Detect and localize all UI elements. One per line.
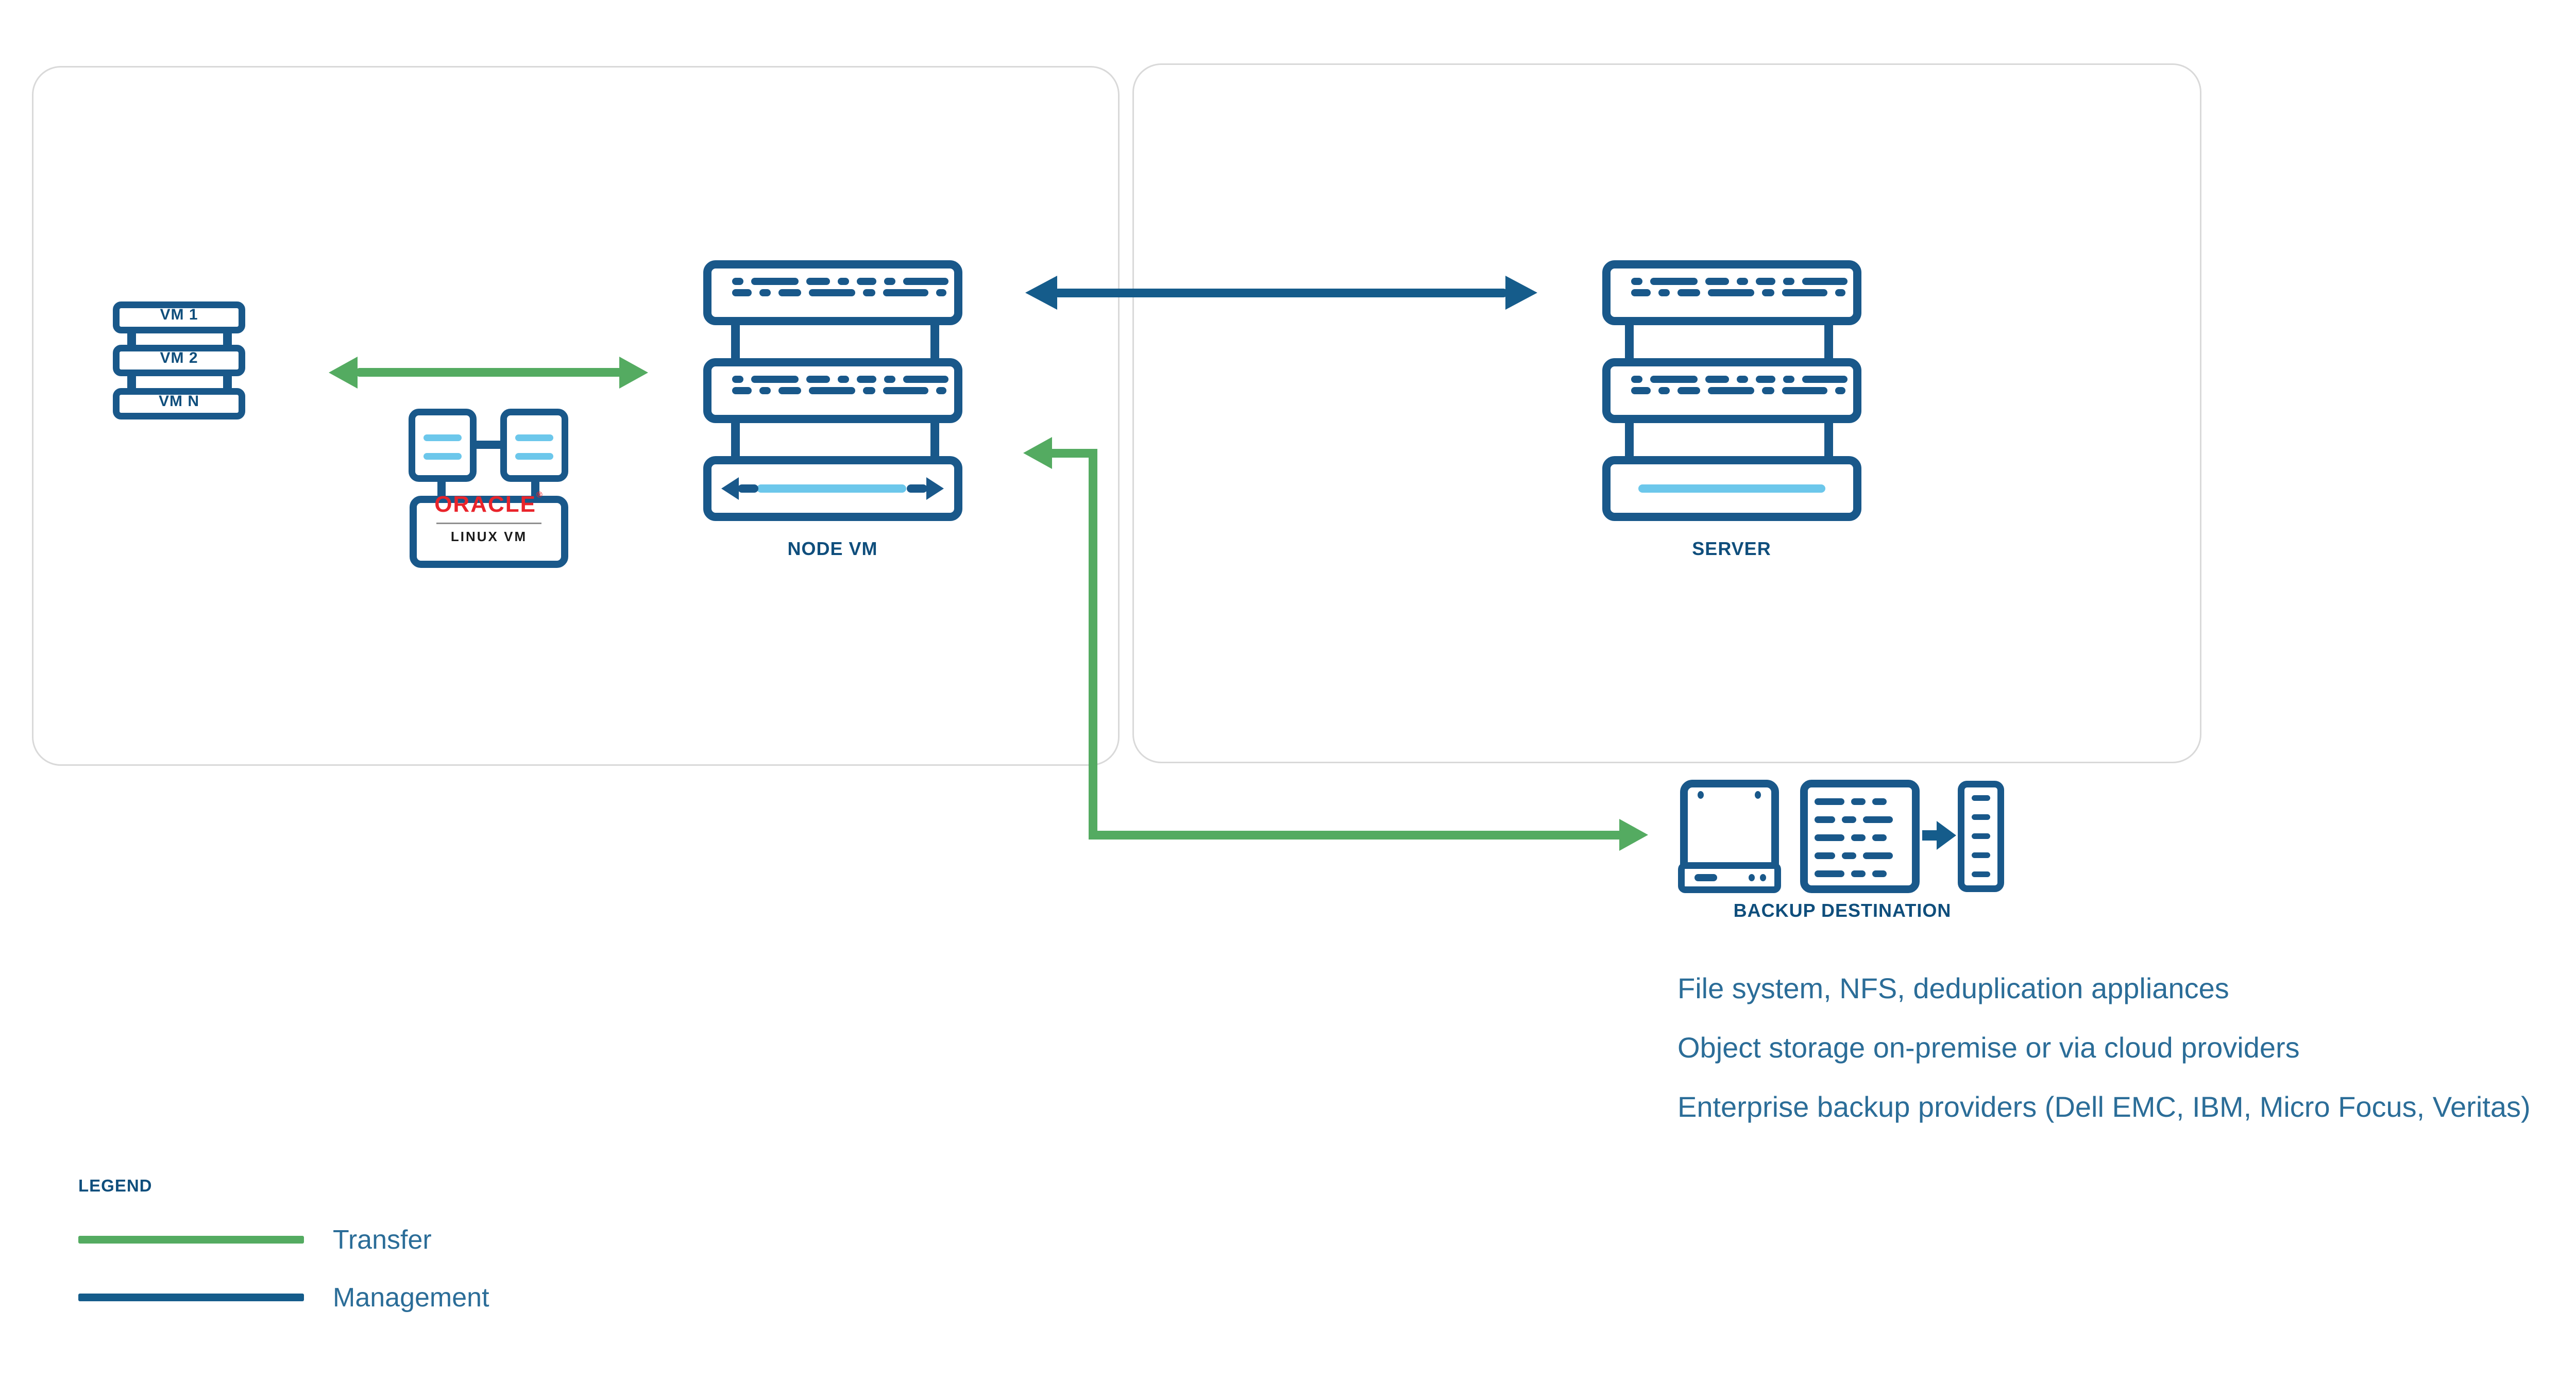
server-label: SERVER: [1692, 538, 1771, 559]
elbow-vertical-segment: [1089, 449, 1097, 835]
arrowhead-left-icon: [329, 357, 358, 389]
oracle-vm-small-box-right: [500, 409, 568, 482]
server-top-lines1-icon: [1631, 278, 1848, 285]
management-arrow-shaft: [1054, 289, 1507, 297]
tape-slot1: [1972, 795, 1990, 801]
node-io-arrow-right-icon: [926, 477, 944, 500]
data-lines-row3-icon: [1815, 834, 1887, 841]
disk-screw-right: [1755, 791, 1761, 799]
vm2-label: VM 2: [160, 349, 198, 366]
oracle-left-lines2-icon: [423, 453, 462, 460]
node-io-right-bar: [907, 484, 927, 493]
disk-screw-left: [1698, 791, 1704, 799]
data-lines-row1-icon: [1815, 798, 1887, 805]
arrowhead-right-icon: [619, 357, 648, 389]
node-io-arrow-left-icon: [721, 477, 739, 500]
data-lines-row5-icon: [1815, 870, 1887, 877]
oracle-left-lines-icon: [423, 434, 462, 441]
vm1-box: [113, 301, 245, 333]
oracle-box-link-horizontal: [470, 441, 507, 449]
note-line: Enterprise backup providers (Dell EMC, I…: [1677, 1090, 2531, 1123]
legend-title: LEGEND: [78, 1176, 152, 1195]
vmn-label: VM N: [159, 393, 199, 410]
node-io-line-icon: [757, 484, 906, 493]
note-line: File system, NFS, deduplication applianc…: [1677, 972, 2229, 1004]
arrowhead-left-icon: [1023, 437, 1052, 469]
oracle-divider: [436, 523, 541, 524]
legend-management-line-icon: [78, 1294, 304, 1301]
tape-slot5: [1972, 871, 1990, 877]
node-vm-label: NODE VM: [787, 538, 878, 559]
arrowhead-right-icon: [1619, 819, 1648, 851]
disk-tray-led1: [1749, 874, 1755, 881]
server-mid-lines1-icon: [1631, 376, 1848, 383]
data-lines-row4-icon: [1815, 852, 1893, 859]
node-mid-lines1-icon: [732, 376, 948, 383]
legend-transfer-line-icon: [78, 1236, 304, 1244]
oracle-main-box: [410, 496, 568, 568]
node-top-lines2-icon: [732, 289, 948, 296]
backup-notes: File system, NFS, deduplication applianc…: [1677, 959, 2531, 1136]
vm2-box: [113, 345, 245, 376]
elbow-top-segment: [1051, 449, 1097, 458]
registered-mark: ®: [536, 491, 544, 499]
vm1-label: VM 1: [160, 306, 198, 323]
transfer-arrow-shaft: [355, 368, 623, 377]
tape-slot3: [1972, 833, 1990, 839]
arrowhead-left-icon: [1025, 276, 1057, 310]
node-mid-lines2-icon: [732, 387, 948, 394]
backup-flow-arrow-shaft: [1922, 830, 1938, 841]
disk-tray-led2: [1760, 874, 1766, 881]
server-mid-lines2-icon: [1631, 387, 1848, 394]
tape-slot2: [1972, 814, 1990, 820]
note-line: Object storage on-premise or via cloud p…: [1677, 1031, 2300, 1064]
server-io-line-icon: [1638, 484, 1825, 493]
backup-flow-arrowhead-icon: [1937, 821, 1956, 850]
oracle-sublabel: LINUX VM: [450, 529, 528, 544]
data-lines-row2-icon: [1815, 816, 1893, 823]
backup-destination-label: BACKUP DESTINATION: [1733, 900, 1952, 921]
oracle-right-lines-icon: [515, 434, 553, 441]
node-top-lines1-icon: [732, 278, 948, 285]
oracle-wordmark: ORACLE®: [434, 491, 544, 517]
vmn-box: [113, 388, 245, 419]
tape-slot4: [1972, 852, 1990, 858]
node-io-left-bar: [738, 484, 758, 493]
legend-management-label: Management: [333, 1283, 489, 1313]
oracle-right-lines2-icon: [515, 453, 553, 460]
oracle-vm-small-box-left: [409, 409, 477, 482]
server-top-lines2-icon: [1631, 289, 1848, 296]
arrowhead-right-icon: [1505, 276, 1537, 310]
disk-tray-slot: [1694, 874, 1717, 881]
legend-transfer-label: Transfer: [333, 1225, 432, 1255]
elbow-bottom-segment: [1089, 831, 1620, 840]
